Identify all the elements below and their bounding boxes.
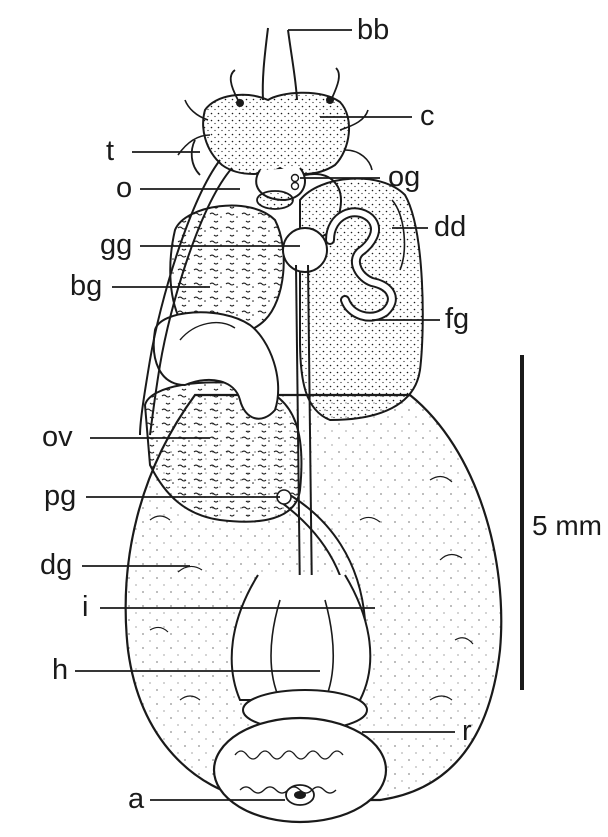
label-c: c — [420, 102, 435, 131]
label-dg: dg — [40, 551, 72, 580]
buccal-bulb-filaments — [263, 28, 297, 100]
label-ov: ov — [42, 423, 73, 452]
scale-bar-label: 5 mm — [532, 510, 602, 542]
label-bb: bb — [357, 16, 389, 45]
label-fg: fg — [445, 305, 469, 334]
label-t: t — [106, 137, 114, 166]
label-r: r — [462, 717, 472, 746]
label-i: i — [82, 593, 88, 622]
label-o: o — [116, 174, 132, 203]
label-dd: dd — [434, 213, 466, 242]
genital-ganglion — [283, 228, 327, 272]
label-a: a — [128, 785, 144, 814]
heart — [232, 575, 371, 730]
cerebral-ganglia — [178, 68, 372, 174]
label-gg: gg — [100, 231, 132, 260]
anal-region — [214, 718, 386, 822]
label-og: og — [388, 163, 420, 192]
label-pg: pg — [44, 482, 76, 511]
label-bg: bg — [70, 272, 102, 301]
label-h: h — [52, 656, 68, 685]
